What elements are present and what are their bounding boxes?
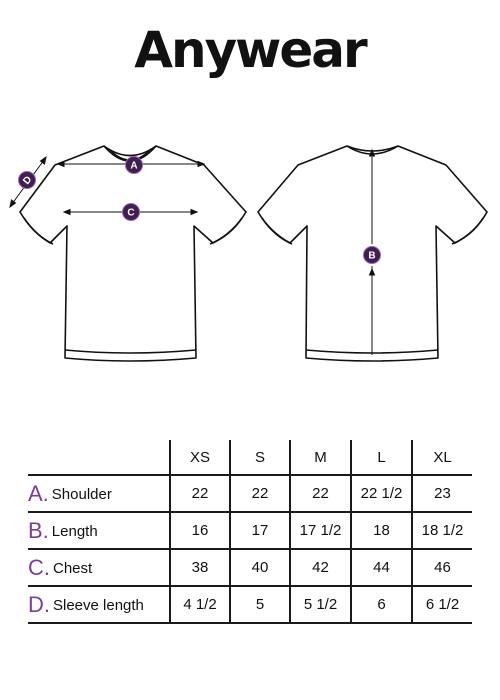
table-row-length: B.Length 16 17 17 1/2 18 18 1/2 <box>28 511 472 549</box>
size-header-s: S <box>229 440 290 475</box>
table-row-chest: C.Chest 38 40 42 44 46 <box>28 548 472 586</box>
size-header-row: XS S M L XL <box>28 440 472 475</box>
marker-a: A <box>125 156 143 174</box>
table-cell: 18 1/2 <box>411 511 472 549</box>
brand-logo: Anywear <box>134 21 367 79</box>
table-row-sleeve-length: D.Sleeve length 4 1/2 5 5 1/2 6 6 1/2 <box>28 585 472 624</box>
arrowhead-icon <box>56 160 65 168</box>
table-cell: 22 <box>289 474 351 512</box>
table-cell: 4 1/2 <box>169 585 230 624</box>
arrowhead-icon <box>39 155 47 165</box>
arrowhead-icon <box>62 208 71 216</box>
svg-text:B: B <box>368 251 375 262</box>
table-cell: 17 <box>229 511 290 549</box>
row-label-sleeve-length: D.Sleeve length <box>28 585 170 624</box>
arrowhead-icon <box>368 148 376 157</box>
row-label-text: Chest <box>53 559 93 577</box>
size-chart-table: XS S M L XL A.Shoulder 22 22 22 22 1/2 2… <box>28 440 472 624</box>
header-corner-cell <box>28 440 170 475</box>
table-cell: 6 <box>350 585 412 624</box>
row-label-chest: C.Chest <box>28 548 170 586</box>
table-cell: 17 1/2 <box>289 511 351 549</box>
front-right-cuff <box>209 217 243 245</box>
row-letter: A. <box>28 480 49 506</box>
size-header-xl: XL <box>411 440 472 475</box>
table-cell: 22 <box>229 474 290 512</box>
row-letter: B. <box>28 517 49 543</box>
table-cell: 5 1/2 <box>289 585 351 624</box>
table-cell: 46 <box>411 548 472 586</box>
table-cell: 6 1/2 <box>411 585 472 624</box>
table-cell: 23 <box>411 474 472 512</box>
marker-b: B <box>363 246 381 264</box>
arrowhead-icon <box>197 160 206 168</box>
arrowhead-icon <box>368 267 376 276</box>
svg-text:A: A <box>130 161 137 172</box>
front-hem <box>64 349 197 354</box>
table-row-shoulder: A.Shoulder 22 22 22 22 1/2 23 <box>28 474 472 512</box>
tshirt-diagram: A C D B <box>9 145 488 362</box>
row-letter: D. <box>28 591 50 617</box>
size-header-m: M <box>289 440 351 475</box>
row-label-text: Shoulder <box>51 485 112 503</box>
row-label-text: Length <box>51 522 98 540</box>
table-cell: 44 <box>350 548 412 586</box>
marker-c: C <box>122 203 140 221</box>
marker-d: D <box>18 171 36 189</box>
table-cell: 16 <box>169 511 230 549</box>
table-cell: 5 <box>229 585 290 624</box>
row-label-length: B.Length <box>28 511 170 549</box>
table-cell: 40 <box>229 548 290 586</box>
row-letter: C. <box>28 554 50 580</box>
table-cell: 22 1/2 <box>350 474 412 512</box>
table-cell: 22 <box>169 474 230 512</box>
front-body-outline <box>19 145 247 362</box>
table-cell: 38 <box>169 548 230 586</box>
svg-text:C: C <box>127 208 134 219</box>
measurement-lines <box>9 148 376 355</box>
back-right-cuff <box>451 217 484 245</box>
front-left-cuff <box>23 217 54 245</box>
row-label-shoulder: A.Shoulder <box>28 474 170 512</box>
table-cell: 18 <box>350 511 412 549</box>
size-header-xs: XS <box>169 440 230 475</box>
table-cell: 42 <box>289 548 351 586</box>
tshirt-front <box>19 145 247 362</box>
back-left-cuff <box>261 217 293 245</box>
size-header-l: L <box>350 440 412 475</box>
arrowhead-icon <box>9 199 17 209</box>
row-label-text: Sleeve length <box>53 596 144 614</box>
arrowhead-icon <box>190 208 199 216</box>
